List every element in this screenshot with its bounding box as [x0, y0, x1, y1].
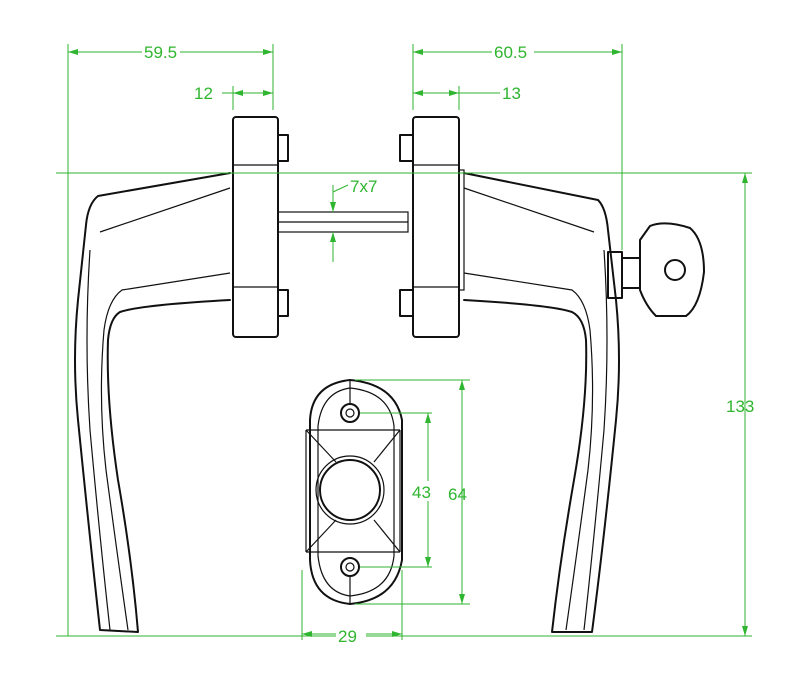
dim-left-width: 59.5	[144, 43, 177, 62]
key-icon	[621, 222, 705, 317]
dimension-lines	[56, 44, 752, 640]
dim-left-plate-value: 12	[194, 84, 213, 103]
dim-height: 133	[726, 397, 754, 416]
square-spindle	[277, 211, 409, 233]
dim-rose-hole-spacing: 43	[412, 483, 431, 502]
left-handle	[74, 116, 289, 633]
dim-rose-width: 29	[338, 627, 357, 646]
right-handle	[399, 116, 623, 633]
rose-base-plate	[305, 379, 403, 605]
dim-spindle: 7x7	[350, 177, 377, 196]
dim-rose-height: 64	[448, 485, 467, 504]
dim-right-plate: 13	[502, 84, 521, 103]
dim-right-width: 60.5	[494, 43, 527, 62]
dimension-labels: 59.5 13 12 60.5 13 7x7 133 64 43 29	[142, 42, 754, 646]
dimension-arrows	[68, 49, 748, 637]
